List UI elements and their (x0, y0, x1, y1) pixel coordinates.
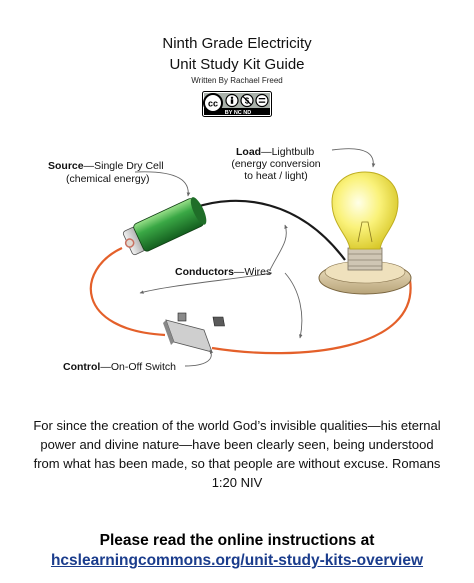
cc-license-icon: cc $ BY NC ND (202, 91, 272, 117)
conductors-label: Conductors—Wires (175, 266, 272, 278)
load-arrow (331, 148, 376, 168)
control-arrow (184, 349, 214, 367)
conductor-arrow-2 (139, 272, 273, 294)
svg-text:cc: cc (208, 99, 218, 109)
source-sublabel: (chemical energy) (66, 173, 150, 185)
source-label: Source—Single Dry Cell (48, 160, 164, 172)
wire-red-right (211, 279, 412, 355)
scripture-quote: For since the creation of the world God’… (33, 418, 441, 490)
lightbulb-icon (318, 171, 412, 295)
circuit-diagram (89, 148, 412, 367)
wire-black (192, 199, 346, 261)
battery-icon (122, 197, 207, 256)
author-line: Written By Rachael Freed (191, 76, 283, 85)
instructions-link[interactable]: hcslearningcommons.org/unit-study-kits-o… (50, 552, 424, 569)
instructions-text: Please read the online instructions at (99, 532, 375, 549)
load-label: Load—Lightbulb (236, 146, 315, 158)
load-sublabel-2: to heat / light) (244, 170, 308, 182)
switch-icon (163, 312, 225, 353)
title-line-1: Ninth Grade Electricity (162, 35, 312, 52)
wire-red-left (89, 247, 166, 337)
conductor-arrow-1 (269, 224, 288, 271)
control-label: Control—On-Off Switch (63, 361, 176, 373)
source-arrow (134, 171, 191, 197)
load-sublabel-1: (energy conversion (231, 158, 321, 170)
title-line-2: Unit Study Kit Guide (169, 56, 305, 73)
cc-badge-text: BY NC ND (225, 110, 252, 116)
conductor-arrow-3 (284, 272, 303, 339)
